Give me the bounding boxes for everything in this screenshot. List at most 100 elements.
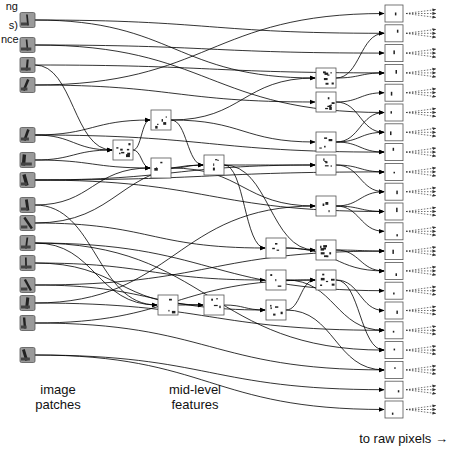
dotted-arrow (406, 370, 436, 374)
pixel-box (385, 124, 403, 141)
dotted-arrow (406, 307, 436, 311)
pixel-mark (396, 311, 398, 314)
feature-speck (275, 306, 278, 308)
feature-speck (217, 160, 219, 161)
feature-speck (155, 126, 157, 129)
dotted-arrow (406, 148, 436, 152)
dotted-arrow (406, 326, 436, 330)
dotted-arrow (406, 33, 436, 37)
connector-line (286, 280, 315, 310)
text-label: nce (1, 33, 19, 46)
connector-line (35, 285, 265, 310)
pixel-mark (396, 191, 398, 195)
connector-line (336, 280, 384, 350)
connector-line (35, 206, 315, 303)
feature-speck (324, 255, 327, 257)
feature-box (266, 270, 286, 290)
patch-texture (21, 138, 29, 141)
pixel-mark (397, 30, 399, 33)
feature-speck (213, 163, 214, 166)
feature-box (204, 295, 224, 315)
connector-line (35, 165, 203, 223)
feature-speck (321, 248, 325, 251)
feature-speck (331, 165, 332, 166)
dotted-arrow (406, 49, 436, 53)
feature-speck (323, 245, 327, 247)
feature-speck (325, 73, 329, 75)
feature-speck (329, 210, 330, 212)
dotted-arrow (406, 350, 436, 351)
dotted-arrow (406, 310, 436, 311)
patch-texture (21, 23, 27, 26)
dotted-arrow (406, 113, 436, 117)
connector-line (336, 280, 384, 311)
connector-line (336, 142, 384, 152)
feature-speck (329, 139, 333, 141)
feature-speck (216, 298, 218, 299)
pixel-arrows (406, 10, 436, 414)
patch-texture (21, 246, 31, 249)
feature-box (316, 92, 336, 112)
dotted-arrow (406, 112, 436, 113)
feature-box (151, 158, 171, 178)
feature-speck (275, 243, 277, 245)
dotted-arrow (406, 13, 436, 14)
feature-box (316, 196, 336, 216)
image-patch (20, 153, 35, 168)
pixel-mark (396, 273, 398, 276)
connector-line (171, 78, 315, 120)
feature-speck (331, 104, 332, 106)
dotted-arrow (406, 389, 436, 390)
dotted-arrow (406, 267, 436, 271)
feature-speck (156, 167, 157, 169)
feature-box (316, 240, 336, 260)
feature-speck (162, 119, 163, 122)
dotted-arrow (406, 290, 436, 291)
connector-line (35, 20, 384, 33)
feature-speck (277, 250, 280, 251)
feature-box (316, 132, 336, 152)
feature-speck (319, 148, 322, 149)
feature-box (151, 110, 171, 130)
pixel-mark (394, 367, 396, 369)
feature-speck (219, 306, 220, 308)
feature-speck (270, 274, 272, 276)
pixel-box (385, 342, 403, 359)
pixel-box (385, 223, 403, 240)
feature-speck (213, 168, 215, 171)
dotted-arrow (406, 92, 436, 93)
feature-speck (331, 279, 335, 281)
feature-box (113, 140, 133, 160)
pixel-box (385, 45, 403, 62)
pixel-box (385, 243, 403, 260)
pixel-box (385, 5, 403, 22)
dotted-arrow (406, 172, 436, 176)
feature-speck (160, 162, 162, 164)
image-patch (20, 173, 35, 188)
connector-line (35, 65, 112, 150)
pixel-box (385, 144, 403, 161)
feature-speck (325, 108, 328, 109)
dotted-arrow (406, 53, 436, 54)
dotted-arrow (406, 14, 436, 18)
image-patch (20, 38, 35, 53)
pixel-box (385, 401, 403, 418)
feature-box (266, 238, 286, 258)
feature-speck (326, 281, 328, 282)
pixel-box (385, 361, 403, 378)
patch-texture (21, 208, 28, 211)
pixel-box (385, 183, 403, 200)
feature-speck (168, 310, 169, 312)
pixel-mark (395, 13, 397, 16)
connector-line (224, 165, 315, 166)
feature-speck (163, 122, 166, 125)
feature-speck (120, 149, 123, 151)
connector-line (336, 206, 384, 231)
feature-speck (172, 311, 176, 314)
feature-speck (329, 105, 332, 107)
text-label: to raw pixels → (359, 431, 448, 446)
feature-speck (329, 252, 331, 254)
feature-speck (211, 299, 213, 301)
pixel-mark (394, 172, 396, 174)
feature-speck (127, 153, 130, 155)
